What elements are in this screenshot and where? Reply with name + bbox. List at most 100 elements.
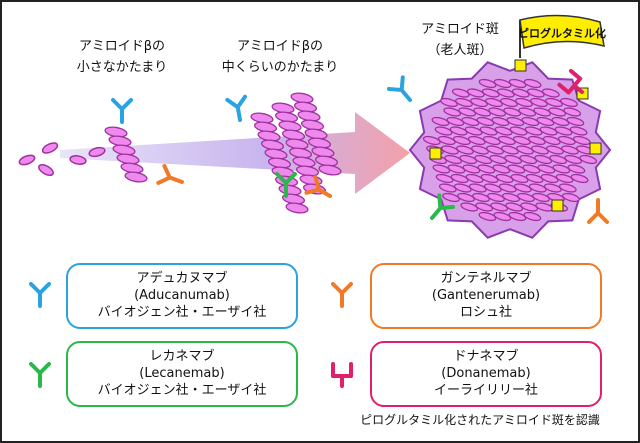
plaque-fibril	[508, 211, 527, 222]
plaque-fibril	[510, 173, 529, 184]
legend-aducanumab-icon	[29, 282, 51, 308]
plaque-fibril	[464, 126, 483, 136]
plaque-fibril	[473, 107, 492, 117]
plaque-fibril	[515, 97, 533, 108]
plaque-fibril	[496, 88, 515, 98]
plaque-fibril	[503, 107, 522, 117]
plaque-fibril	[579, 154, 598, 165]
beta-protofibril	[285, 202, 309, 214]
medium-aggregate-label-2: 中くらいのかたまり	[222, 60, 339, 75]
plaque-fibril	[472, 192, 490, 203]
plaque-fibril	[524, 126, 543, 136]
plaque-fibril	[562, 192, 580, 203]
plaque-fibril	[479, 126, 498, 136]
aducanumab-name: アデュカヌマブ	[136, 271, 228, 286]
plaque-fibril	[480, 173, 499, 184]
medium-aggregate-label-1: アミロイドβの	[237, 39, 323, 54]
plaque-fibril	[446, 116, 465, 127]
plaque-fibril	[540, 173, 559, 184]
plaque-fibril	[517, 192, 535, 203]
plaque-fibril	[548, 107, 567, 117]
amyloid-plaque	[408, 61, 612, 239]
plaque-fibril	[566, 116, 585, 127]
plaque-fibril	[554, 126, 573, 136]
plaque-fibril	[561, 145, 579, 155]
plaque-fibril	[531, 145, 549, 155]
plaque-fibril	[457, 192, 475, 203]
gantenerumab-icon	[587, 198, 609, 224]
plaque-fibril	[563, 107, 582, 117]
legend-donanemab-icon	[331, 362, 353, 388]
plaque-fibril	[441, 145, 459, 155]
plaque-fibril	[523, 211, 542, 222]
flag-label: ピログルタミル化	[518, 26, 606, 40]
plaque-fibril	[521, 116, 540, 127]
plaque-fibril	[551, 116, 570, 127]
plaque-fibril	[476, 116, 495, 127]
small-aggregate-label-2: 小さなかたまり	[77, 60, 168, 75]
plaque-fibril	[432, 164, 451, 174]
aducanumab-en: (Aducanumab)	[134, 288, 230, 303]
plaque-fibril	[502, 192, 520, 203]
plaque-fibril	[552, 164, 571, 174]
plaque-fibril	[450, 173, 469, 184]
gantenerumab-name: ガンテネルマブ	[440, 271, 532, 286]
plaque-fibril	[539, 126, 558, 136]
plaque-fibril	[486, 145, 504, 155]
plaque-fibril	[522, 164, 541, 174]
plaque-fibril	[536, 116, 555, 127]
plaque-fibril	[501, 145, 519, 155]
donanemab-company: イーライリリー社	[433, 383, 538, 398]
plaque-fibril	[485, 97, 503, 108]
gantenerumab-icon	[156, 164, 188, 193]
beta-oligomer	[124, 171, 148, 183]
plaque-fibril	[465, 173, 484, 184]
donanemab-en: (Donanemab)	[441, 366, 531, 381]
plaque-fibril	[541, 88, 560, 98]
aducanumab-box: アデュカヌマブ (Aducanumab) バイオジェン社・エーザイ社	[66, 263, 298, 329]
plaque-fibril	[447, 164, 466, 174]
beta-monomers	[18, 142, 106, 177]
plaque-fibril	[452, 135, 471, 146]
lecanemab-box: レカネマブ (Lecanemab) バイオジェン社・エーザイ社	[66, 341, 298, 407]
plaque-fibril	[482, 135, 501, 146]
donanemab-name: ドナネマブ	[453, 349, 519, 364]
plaque-fibril	[560, 97, 578, 108]
plaque-fibril	[494, 126, 513, 136]
plaque-label-1: アミロイド斑	[421, 22, 499, 37]
plaque-fibril	[506, 116, 525, 127]
plaque-fibril	[545, 97, 563, 108]
plaque-fibril	[519, 154, 538, 165]
plaque-fibril	[470, 97, 488, 108]
plaque-fibril	[435, 173, 454, 184]
plaque-fibril	[449, 126, 468, 136]
plaque-fibril	[555, 173, 574, 184]
plaque-fibril	[451, 88, 470, 98]
lecanemab-en: (Lecanemab)	[139, 366, 225, 381]
plaque-fibril	[478, 78, 497, 89]
plaque-fibril	[461, 116, 480, 127]
plaque-fibril	[468, 183, 487, 193]
plaque-fibril	[533, 107, 552, 117]
gantenerumab-en: (Gantenerumab)	[431, 288, 541, 303]
plaque-fibril	[460, 202, 479, 212]
plaque-fibril	[528, 183, 547, 193]
aducanumab-icon	[225, 94, 251, 124]
lecanemab-company: バイオジェン社・エーザイ社	[97, 383, 267, 398]
plaque-fibril	[508, 78, 527, 89]
plaque-fibril	[475, 202, 494, 212]
plaque-fibril	[569, 126, 588, 136]
aducanumab-company: バイオジェン社・エーザイ社	[97, 305, 267, 320]
plaque-fibril	[495, 173, 514, 184]
plaque-fibril	[527, 135, 546, 146]
plaque-fibril	[564, 154, 583, 165]
plaque-fibril	[466, 88, 485, 98]
plaque-fibril	[558, 183, 577, 193]
plaque-fibril	[440, 97, 458, 108]
plaque-fibril	[537, 164, 556, 174]
plaque-fibril	[525, 173, 544, 184]
donanemab-box: ドナネマブ (Donanemab) イーライリリー社	[370, 341, 602, 407]
pyroglutamate-flag: ピログルタミル化	[518, 14, 606, 58]
plaque-fibril	[504, 154, 523, 165]
plaque-fibril	[567, 164, 586, 174]
